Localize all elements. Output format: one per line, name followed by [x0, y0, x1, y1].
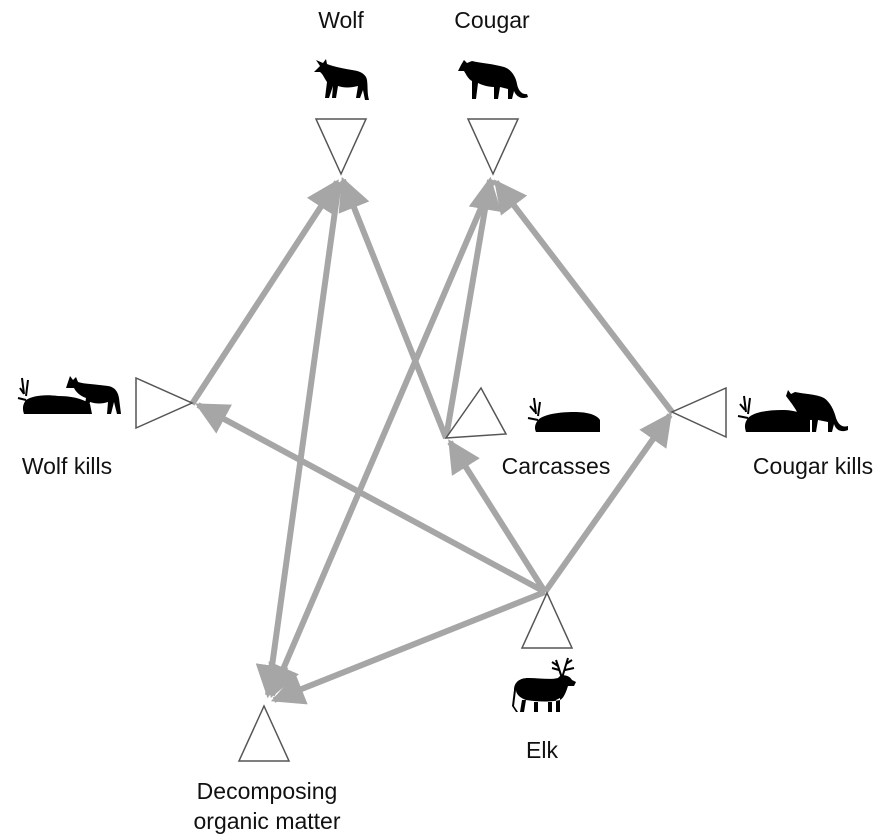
edge-wolf-kills-to-wolf: [189, 179, 340, 406]
edge-carcasses-to-cougar: [443, 176, 502, 439]
cougar-label: Cougar: [454, 7, 530, 33]
edge-cougar-to-decomposing: [268, 178, 496, 699]
elk-node: [520, 591, 574, 649]
edges-group: [189, 176, 675, 705]
wolf-on-carcass-icon: [17, 376, 121, 414]
cougar-kills-node: [670, 386, 727, 439]
wolf-kills-label: Wolf kills: [21, 453, 113, 479]
edge-wolf-to-decomposing: [255, 181, 342, 699]
carcasses-label: Carcasses: [501, 453, 611, 479]
elk-silhouette-icon: [512, 657, 576, 712]
edge-cougar-kills-to-cougar: [493, 179, 675, 414]
wolf-node: [314, 118, 368, 176]
edge-carcasses-to-wolf: [338, 176, 449, 440]
cougar-kills-label: Cougar kills: [752, 453, 874, 479]
carcasses-node: [444, 386, 508, 439]
cougar-silhouette-icon: [458, 60, 528, 99]
edge-elk-to-cougar-kills: [542, 412, 673, 594]
decomposing-label-line1: Decomposing: [196, 778, 338, 804]
edge-elk-to-carcasses: [447, 439, 548, 594]
cougar-on-carcass-icon: [737, 390, 848, 432]
carcass-silhouette-icon: [527, 397, 600, 432]
decomposing-label-line2: organic matter: [193, 808, 341, 834]
elk-label: Elk: [526, 737, 558, 763]
wolf-silhouette-icon: [314, 59, 369, 100]
wolf-label: Wolf: [318, 7, 364, 33]
decomposing-label: Decomposing organic matter: [193, 776, 340, 836]
edge-elk-to-decomposing: [270, 589, 547, 705]
edge-elk-to-wolf-kills: [195, 402, 547, 595]
decomposing-node: [237, 704, 291, 762]
cougar-node: [466, 118, 520, 176]
wolf-kills-node: [135, 376, 194, 430]
